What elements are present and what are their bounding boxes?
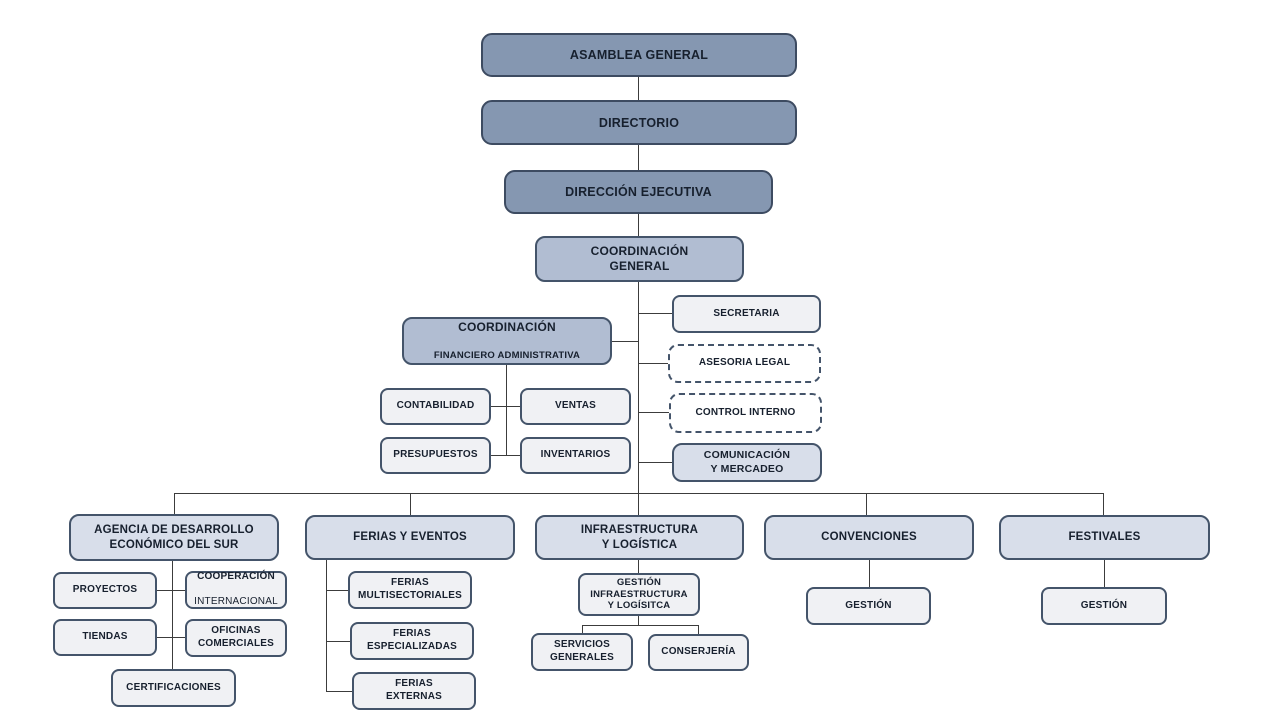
- connector-line: [866, 493, 868, 515]
- connector-line: [638, 145, 640, 170]
- org-node-contabilidad: CONTABILIDAD: [380, 388, 491, 425]
- org-node-convenciones: CONVENCIONES: [764, 515, 974, 560]
- org-node-servicios-generales: SERVICIOS GENERALES: [531, 633, 633, 671]
- org-node-ferias-externas: FERIAS EXTERNAS: [352, 672, 476, 710]
- connector-line: [612, 341, 639, 343]
- org-node-inventarios: INVENTARIOS: [520, 437, 631, 474]
- org-node-cooperacion-internacional: COOPERACIÓN INTERNACIONAL: [185, 571, 287, 609]
- org-node-secretaria: SECRETARIA: [672, 295, 821, 333]
- org-node-infraestructura-y-logistica: INFRAESTRUCTURA Y LOGÍSTICA: [535, 515, 744, 560]
- org-node-asesoria-legal: ASESORIA LEGAL: [668, 344, 821, 383]
- org-node-oficinas-comerciales: OFICINAS COMERCIALES: [185, 619, 287, 657]
- org-node-gestion-infraestructura-y-logistica: GESTIÓN INFRAESTRUCTURA Y LOGÍSITCA: [578, 573, 700, 616]
- connector-line: [698, 625, 700, 634]
- org-node-ventas: VENTAS: [520, 388, 631, 425]
- org-node-comunicacion-y-mercadeo: COMUNICACIÓN Y MERCADEO: [672, 443, 822, 482]
- connector-line: [410, 493, 412, 515]
- connector-line: [326, 641, 350, 643]
- org-node-conserjeria: CONSERJERÍA: [648, 634, 749, 671]
- org-node-ferias-multisectoriales: FERIAS MULTISECTORIALES: [348, 571, 472, 609]
- node-title: COORDINACIÓN: [458, 319, 556, 334]
- connector-line: [639, 462, 672, 464]
- connector-line: [1103, 493, 1105, 515]
- connector-line: [638, 77, 640, 100]
- connector-line: [491, 455, 520, 457]
- org-node-ferias-y-eventos: FERIAS Y EVENTOS: [305, 515, 515, 560]
- org-node-asamblea-general: ASAMBLEA GENERAL: [481, 33, 797, 77]
- org-node-proyectos: PROYECTOS: [53, 572, 157, 609]
- org-node-ferias-especializadas: FERIAS ESPECIALIZADAS: [350, 622, 474, 660]
- node-subtitle: INTERNACIONAL: [194, 596, 278, 608]
- org-node-directorio: DIRECTORIO: [481, 100, 797, 145]
- org-node-presupuestos: PRESUPUESTOS: [380, 437, 491, 474]
- org-node-gestion-convenciones: GESTIÓN: [806, 587, 931, 625]
- connector-line: [157, 590, 185, 592]
- connector-line: [1104, 560, 1106, 587]
- connector-line: [326, 691, 352, 693]
- connector-line: [506, 365, 508, 455]
- node-subtitle: FINANCIERO ADMINISTRATIVA: [433, 350, 581, 362]
- connector-line: [582, 625, 699, 627]
- org-node-coordinacion-financiero-administrativa: COORDINACIÓN FINANCIERO ADMINISTRATIVA: [402, 317, 612, 365]
- org-node-festivales: FESTIVALES: [999, 515, 1210, 560]
- connector-line: [639, 363, 668, 365]
- connector-line: [639, 313, 672, 315]
- node-title: COOPERACIÓN: [197, 570, 275, 582]
- org-node-agencia-desarrollo-economico-del-sur: AGENCIA DE DESARROLLO ECONÓMICO DEL SUR: [69, 514, 279, 561]
- org-node-coordinacion-general: COORDINACIÓN GENERAL: [535, 236, 744, 282]
- connector-line: [491, 406, 520, 408]
- connector-line: [582, 625, 584, 633]
- connector-line: [638, 282, 640, 515]
- connector-line: [326, 590, 348, 592]
- connector-line: [638, 560, 640, 573]
- connector-line: [639, 412, 669, 414]
- connector-line: [174, 493, 1104, 495]
- org-node-control-interno: CONTROL INTERNO: [669, 393, 822, 433]
- connector-line: [174, 493, 176, 514]
- org-node-gestion-festivales: GESTIÓN: [1041, 587, 1167, 625]
- connector-line: [157, 637, 185, 639]
- org-node-tiendas: TIENDAS: [53, 619, 157, 656]
- org-node-certificaciones: CERTIFICACIONES: [111, 669, 236, 707]
- org-node-direccion-ejecutiva: DIRECCIÓN EJECUTIVA: [504, 170, 773, 214]
- connector-line: [172, 561, 174, 669]
- connector-line: [869, 560, 871, 587]
- connector-line: [638, 616, 640, 625]
- connector-line: [638, 214, 640, 236]
- connector-line: [326, 560, 328, 691]
